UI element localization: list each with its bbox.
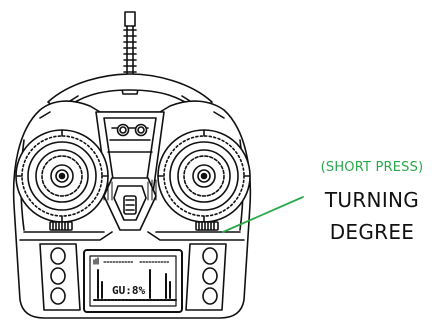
callout-title-line2: DEGREE [304, 216, 440, 248]
button-round-left[interactable] [118, 125, 129, 136]
mode-label: (SHORT PRESS) [302, 160, 442, 175]
right-stick-assembly[interactable] [158, 130, 250, 222]
lcd-readout: GU:8% [112, 284, 145, 297]
right-trim-switch[interactable] [196, 222, 218, 230]
right-side-buttons[interactable] [186, 244, 226, 310]
callout-title-line1: TURNING [304, 184, 440, 216]
left-stick-assembly[interactable] [16, 130, 108, 222]
callout-title: TURNING DEGREE [304, 184, 440, 248]
left-trim-switch[interactable] [50, 222, 72, 230]
button-round-right[interactable] [136, 125, 147, 136]
lcd-screen: GU:8% [84, 250, 182, 312]
left-side-buttons[interactable] [40, 244, 80, 310]
